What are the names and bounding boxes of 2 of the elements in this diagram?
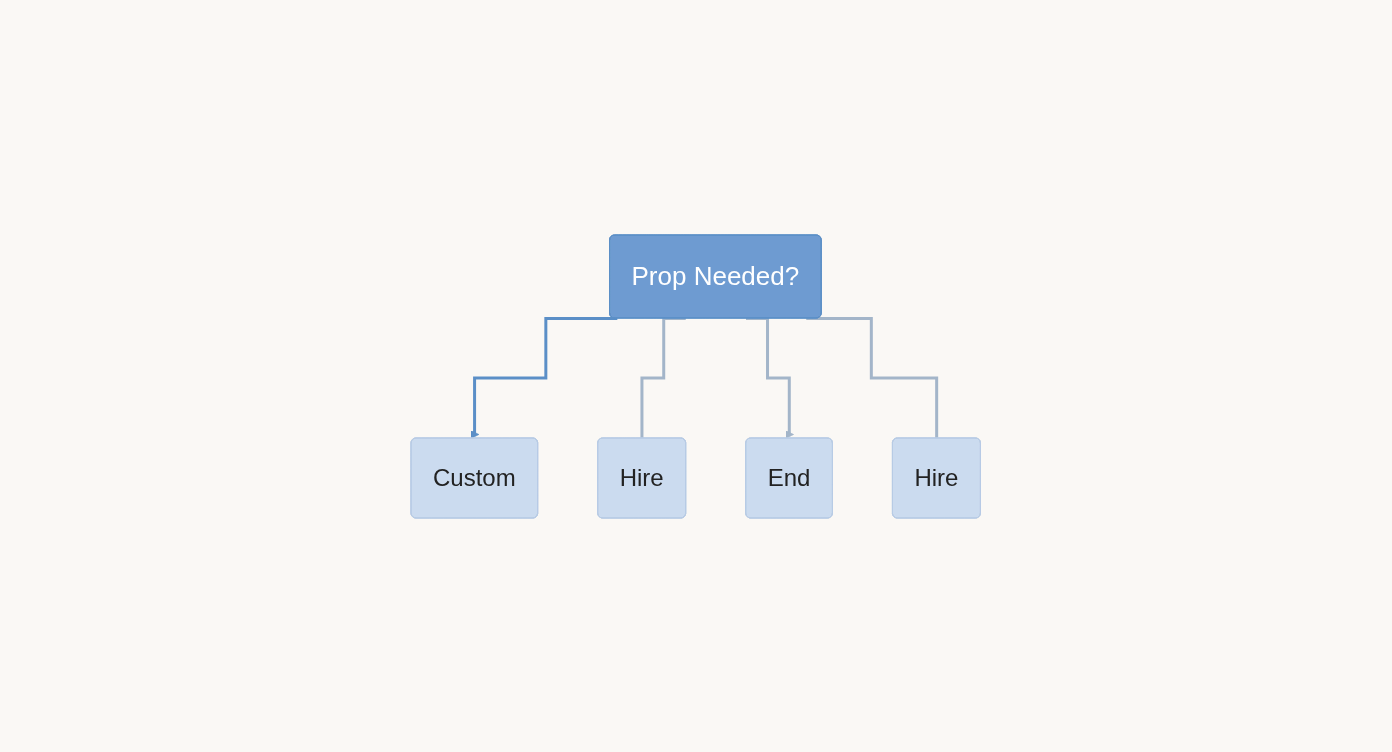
arrow: [746, 316, 795, 439]
arrow: [470, 316, 618, 439]
